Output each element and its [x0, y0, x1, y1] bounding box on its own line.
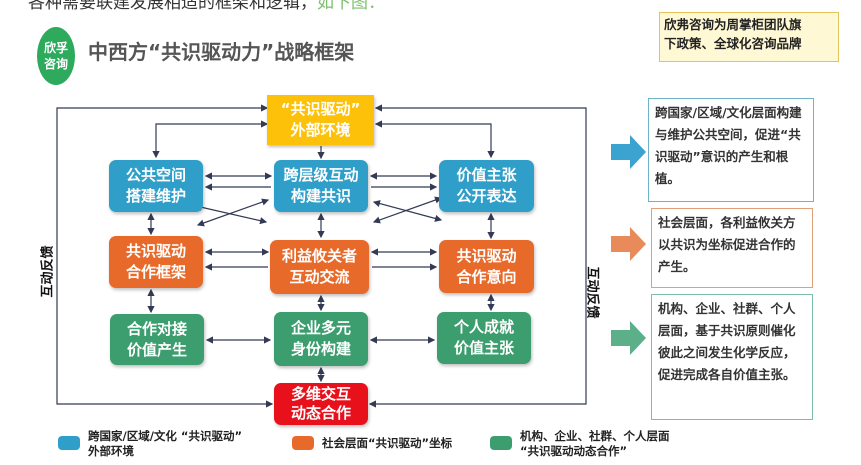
node-label: “共识驱动”: [280, 100, 361, 118]
node-label: 利益攸关者: [281, 247, 357, 265]
logo-line: 咨询: [43, 57, 68, 71]
note-line: 下政策、全球化咨询品牌: [664, 36, 802, 51]
level-arrows: [611, 135, 646, 355]
legend-item-organization: 机构、企业、社群、个人层面“共识驱动动态合作”: [520, 429, 670, 459]
legend-label: 跨国家/区域/文化 “共识驱动”: [88, 429, 243, 443]
node-enterprise-identity: 企业多元身份构建: [274, 312, 368, 366]
legend-label: “共识驱动动态合作”: [520, 444, 628, 458]
node-personal-achievement: 个人成就价值主张: [437, 312, 531, 364]
brand-note: 欣弗咨询为周掌柜团队旗下政策、全球化咨询品牌: [659, 12, 839, 62]
feedback-label-right: 互动反馈: [584, 266, 600, 319]
legend-swatch-blue: [58, 436, 80, 450]
node-label: 合作意向: [456, 267, 517, 286]
feedback-loop-right: [368, 104, 587, 408]
node-label: 合作框架: [125, 263, 186, 281]
arrow-right-icon: [611, 227, 646, 261]
node-cooperation-intent: 共识驱动合作意向: [439, 240, 534, 293]
node-value-proposition-expression: 价值主张公开表达: [439, 160, 534, 212]
logo-line: 欣孚: [43, 41, 68, 55]
legend-label: 外部环境: [88, 444, 134, 458]
node-label: 互动交流: [289, 268, 350, 286]
legend-label: 社会层面“共识驱动”坐标: [322, 436, 453, 450]
node-label: 价值主张: [453, 339, 514, 357]
node-cross-level-interaction: 跨层级互动构建共识: [274, 160, 368, 212]
node-label: 多维交互: [290, 385, 351, 403]
node-value-creation: 合作对接价值产生: [110, 314, 204, 365]
node-label: 身份构建: [290, 340, 351, 358]
legend-swatch-green: [490, 436, 512, 450]
arrow-right-icon: [611, 135, 646, 169]
feedback-label-left: 互动反馈: [40, 245, 56, 298]
node-cooperation-framework: 共识驱动合作框架: [109, 236, 203, 288]
node-label: 搭建维护: [125, 187, 186, 205]
node-label: 价值产生: [126, 340, 187, 359]
node-label: 个人成就: [453, 318, 514, 336]
intro-text: 各种需要联建发展相适的框架和逻辑，如下图：: [28, 0, 385, 13]
node-label: 共识驱动: [125, 242, 186, 260]
node-label: 共识驱动: [456, 246, 517, 265]
node-label: 公共空间: [125, 166, 186, 184]
node-label: 价值主张: [456, 166, 517, 184]
legend-swatch-orange: [292, 436, 314, 450]
description-social-level: 社会层面，各利益攸关方以共识为坐标促进合作的产生。: [651, 208, 813, 288]
note-line: 欣弗咨询为周掌柜团队旗: [664, 17, 802, 32]
node-label: 跨层级互动: [283, 166, 359, 184]
feedback-loop-left: [56, 104, 274, 408]
node-dynamic-cooperation: 多维交互动态合作: [274, 383, 368, 425]
node-label: 企业多元: [290, 319, 351, 337]
legend-item-global: 跨国家/区域/文化 “共识驱动”外部环境: [88, 429, 242, 459]
node-label: 构建共识: [290, 187, 351, 205]
page-title: 中西方“共识驱动力”战略框架: [88, 40, 355, 64]
node-label: 动态合作: [290, 404, 351, 422]
node-external-environment: “共识驱动” 外部环境: [267, 95, 374, 145]
node-label: 外部环境: [290, 121, 351, 139]
legend-item-social: 社会层面“共识驱动”坐标: [322, 436, 452, 451]
arrow-right-icon: [611, 321, 646, 355]
description-organization-level: 机构、企业、社群、个人层面，基于共识原则催化彼此之间发生化学反应，促进完成各自价…: [651, 294, 813, 420]
node-label: 合作对接: [126, 319, 187, 338]
brand-logo: 欣孚咨询: [37, 27, 75, 85]
node-label: 公开表达: [456, 187, 517, 205]
node-public-space: 公共空间搭建维护: [109, 160, 203, 212]
intro-sentence: 各种需要联建发展相适的框架和逻辑，: [28, 0, 317, 13]
legend-label: 机构、企业、社群、个人层面: [520, 429, 670, 443]
intro-link[interactable]: 如下图：: [317, 0, 385, 13]
description-global-level: 跨国家/区域/文化层面构建与维护公共空间，促进“共识驱动”意识的产生和根植。: [648, 98, 814, 202]
node-stakeholder-exchange: 利益攸关者互动交流: [270, 240, 369, 294]
